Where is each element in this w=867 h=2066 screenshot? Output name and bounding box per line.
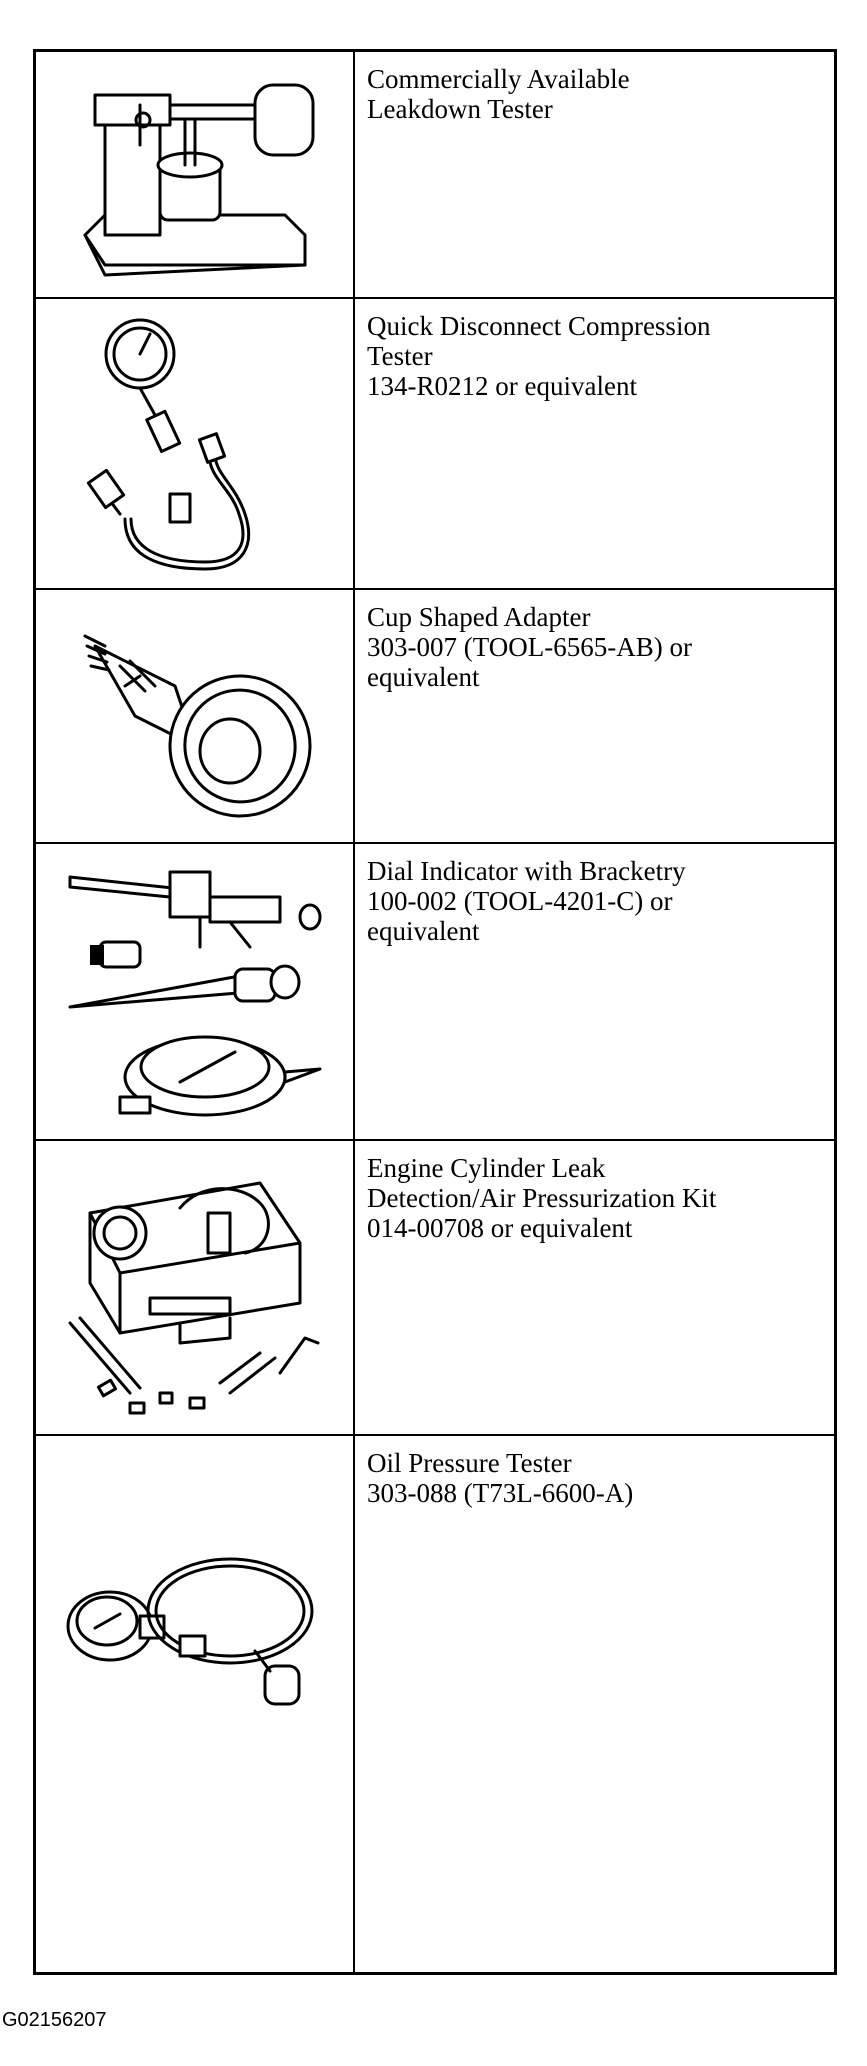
dial-indicator-icon	[36, 844, 355, 1139]
tool-name-line: Cup Shaped Adapter	[367, 602, 591, 632]
tool-row-dial-indicator: Dial Indicator with Bracketry 100-002 (T…	[36, 844, 834, 1141]
tool-description: Engine Cylinder Leak Detection/Air Press…	[355, 1141, 834, 1434]
leak-detection-kit-icon	[36, 1141, 355, 1434]
tool-description: Oil Pressure Tester 303-088 (T73L-6600-A…	[355, 1436, 834, 1972]
tool-name-line: Tester	[367, 341, 433, 371]
tool-description: Cup Shaped Adapter 303-007 (TOOL-6565-AB…	[355, 590, 834, 842]
tool-description: Dial Indicator with Bracketry 100-002 (T…	[355, 844, 834, 1139]
tool-part-number: 100-002 (TOOL-4201-C) or	[367, 886, 673, 916]
tool-description: Commercially Available Leakdown Tester	[355, 52, 834, 297]
oil-pressure-tester-icon	[36, 1436, 355, 1972]
special-tools-table: Commercially Available Leakdown Tester Q…	[33, 49, 837, 1975]
tool-name-line: Engine Cylinder Leak	[367, 1153, 606, 1183]
tool-part-number: 303-088 (T73L-6600-A)	[367, 1478, 634, 1508]
tool-description: Quick Disconnect Compression Tester 134-…	[355, 299, 834, 588]
tool-row-compression-tester: Quick Disconnect Compression Tester 134-…	[36, 299, 834, 590]
tool-row-oil-pressure-tester: Oil Pressure Tester 303-088 (T73L-6600-A…	[36, 1436, 834, 1972]
leakdown-tester-icon	[36, 52, 355, 297]
compression-tester-icon	[36, 299, 355, 588]
tool-name-line: Detection/Air Pressurization Kit	[367, 1183, 717, 1213]
tool-row-leak-detection-kit: Engine Cylinder Leak Detection/Air Press…	[36, 1141, 834, 1436]
tool-part-number: 134-R0212 or equivalent	[367, 371, 637, 401]
tool-row-cup-adapter: Cup Shaped Adapter 303-007 (TOOL-6565-AB…	[36, 590, 834, 844]
tool-part-number: 303-007 (TOOL-6565-AB) or	[367, 632, 692, 662]
tool-part-number: equivalent	[367, 916, 480, 946]
tool-name-line: Quick Disconnect Compression	[367, 311, 711, 341]
tool-part-number: 014-00708 or equivalent	[367, 1213, 633, 1243]
tool-name-line: Oil Pressure Tester	[367, 1448, 572, 1478]
tool-name-line: Dial Indicator with Bracketry	[367, 856, 686, 886]
tool-row-leakdown-tester: Commercially Available Leakdown Tester	[36, 52, 834, 299]
cup-adapter-icon	[36, 590, 355, 842]
tool-name-line: Commercially Available	[367, 64, 630, 94]
tool-name-line: Leakdown Tester	[367, 94, 553, 124]
figure-id: G02156207	[2, 2009, 107, 2031]
tool-part-number: equivalent	[367, 662, 480, 692]
